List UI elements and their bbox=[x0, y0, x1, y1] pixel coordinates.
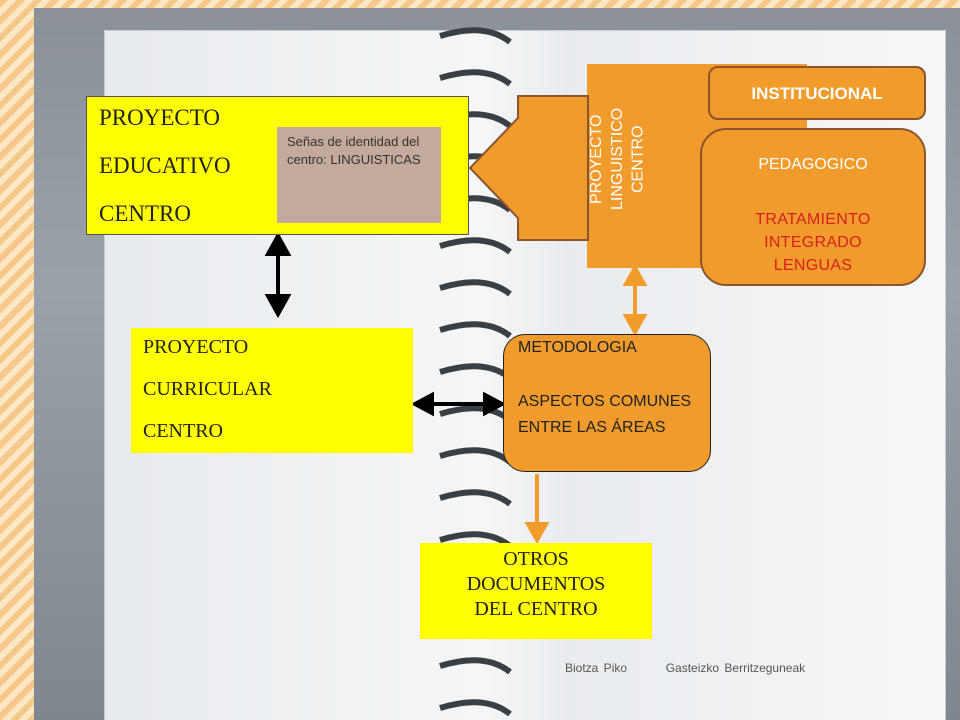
footer-credit: Biotza Piko Gasteizko Berritzeguneak bbox=[565, 661, 805, 675]
pe-line-2: EDUCATIVO bbox=[99, 153, 231, 178]
arrow-pl-met bbox=[622, 263, 648, 337]
ped-red-line-1: TRATAMIENTO bbox=[755, 211, 871, 228]
footer-right: Gasteizko Berritzeguneak bbox=[665, 661, 806, 675]
decorative-stripe-left bbox=[0, 0, 34, 720]
met-line-2: ASPECTOS COMUNES bbox=[518, 393, 692, 410]
pc-line-2: CURRICULAR bbox=[143, 378, 272, 400]
pc-line-1: PROYECTO bbox=[143, 336, 249, 358]
pc-line-3: CENTRO bbox=[143, 420, 223, 442]
otros-line-3: DEL CENTRO bbox=[474, 598, 598, 620]
proyecto-curricular-box: PROYECTO CURRICULAR CENTRO bbox=[131, 328, 413, 453]
met-line-3: ENTRE LAS ÁREAS bbox=[518, 419, 666, 436]
metodologia-box: METODOLOGIA ASPECTOS COMUNES ENTRE LAS Á… bbox=[503, 334, 711, 472]
pedagogico-title: PEDAGOGICO bbox=[758, 156, 868, 173]
institucional-box: INSTITUCIONAL bbox=[708, 66, 926, 120]
big-left-arrow bbox=[468, 95, 589, 241]
met-line-1: METODOLOGIA bbox=[518, 339, 637, 356]
ped-red-line-3: LENGUAS bbox=[773, 257, 853, 275]
otros-documentos-box: OTROS DOCUMENTOS DEL CENTRO bbox=[420, 543, 652, 639]
ped-red-line-2: INTEGRADO bbox=[764, 234, 862, 252]
arrow-met-otros bbox=[524, 474, 550, 545]
pedagogico-red-text: TRATAMIENTO INTEGRADO LENGUAS bbox=[702, 208, 924, 278]
decorative-stripe-top bbox=[0, 0, 960, 8]
proyecto-educativo-box: PROYECTO EDUCATIVO CENTRO Señas de ident… bbox=[86, 96, 469, 235]
pedagogico-box: PEDAGOGICO TRATAMIENTO INTEGRADO LENGUAS bbox=[700, 128, 926, 286]
senas-identidad-box: Señas de identidad del centro: LINGUISTI… bbox=[277, 127, 441, 223]
arrow-pe-pc bbox=[264, 231, 292, 319]
otros-line-2: DOCUMENTOS bbox=[466, 573, 606, 595]
arrow-pc-met bbox=[410, 391, 507, 417]
pe-line-1: PROYECTO bbox=[99, 105, 220, 130]
footer-left: Biotza Piko bbox=[565, 661, 628, 675]
pe-line-3: CENTRO bbox=[99, 201, 191, 226]
otros-line-1: OTROS bbox=[503, 548, 569, 570]
